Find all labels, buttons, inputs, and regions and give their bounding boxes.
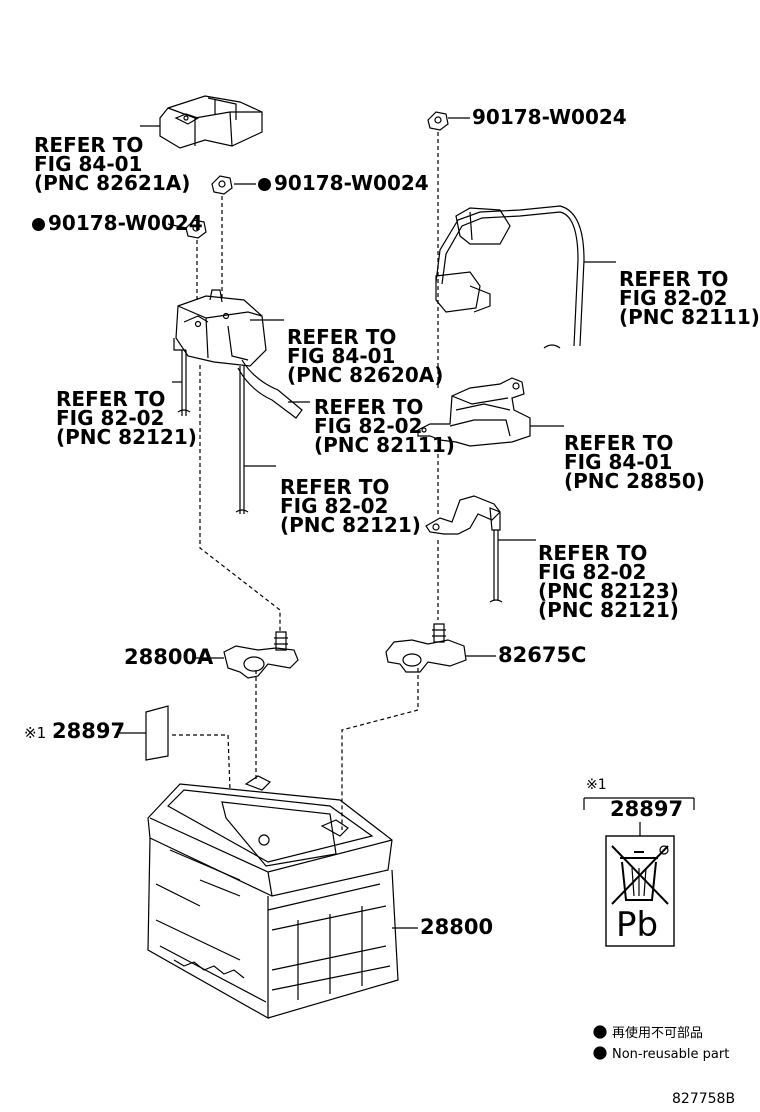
terminal-82675c — [385, 623, 496, 673]
cables-center — [172, 350, 310, 514]
inset-bracket — [583, 797, 695, 836]
terminal-28800a — [196, 631, 299, 679]
legend-jp: 再使用不可部品 — [612, 1026, 704, 1041]
inset-label — [605, 835, 675, 947]
fuse-block-82620a — [173, 289, 284, 367]
legend-dot-jp — [593, 1025, 607, 1039]
part-terminal-neg: 28800A — [124, 645, 214, 669]
part-terminal-pos: 82675C — [498, 643, 587, 667]
legend-en: Non-reusable part — [612, 1047, 730, 1062]
non-reusable-dot — [258, 178, 271, 191]
part-nut-mid: 90178-W0024 — [258, 173, 429, 193]
inset-pb-text: Pb — [616, 905, 659, 945]
label-note-mark: ※1 — [24, 724, 47, 742]
non-reusable-dot — [32, 218, 45, 231]
part-nut-left: 90178-W0024 — [32, 213, 203, 233]
battery-28800 — [147, 775, 418, 1020]
bracket-28850 — [417, 377, 564, 447]
fuse-block-82621a — [140, 95, 263, 149]
inset-part: 28897 — [610, 797, 684, 821]
nut-mid — [211, 175, 256, 195]
part-nut-right: 90178-W0024 — [472, 105, 627, 129]
nut-left — [167, 219, 207, 239]
label-28897 — [118, 705, 169, 761]
inset-mark: ※1 — [586, 777, 607, 793]
part-label: 28897 — [52, 719, 126, 743]
nut-right-top — [427, 111, 470, 131]
legend-dot-en — [593, 1046, 607, 1060]
dashed-leaders — [172, 132, 439, 830]
figure-id: 827758B — [672, 1091, 736, 1107]
cable-harness-82111 — [435, 205, 616, 349]
strap-82123 — [425, 495, 536, 603]
part-battery: 28800 — [420, 915, 494, 939]
